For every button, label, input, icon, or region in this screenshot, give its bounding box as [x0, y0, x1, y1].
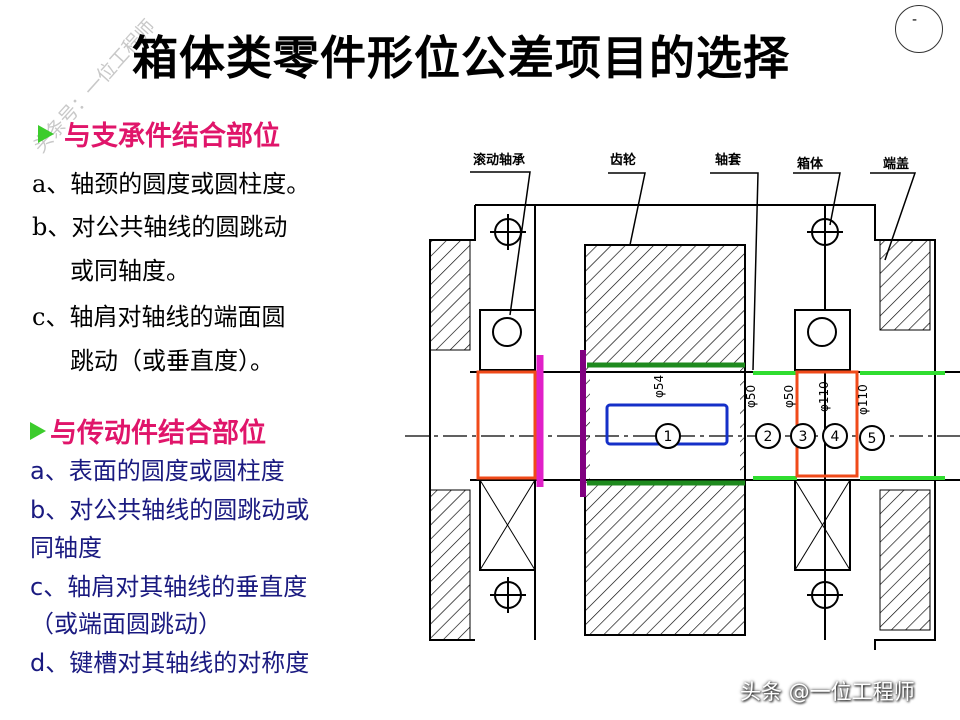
section1-item: a、轴颈的圆度或圆柱度。: [32, 170, 311, 198]
dimension-label: φ110: [856, 384, 870, 415]
section2-heading: 与传动件结合部位: [30, 411, 266, 450]
logo: -: [895, 5, 943, 53]
marker-label: 4: [831, 429, 840, 445]
section2-heading-text: 与传动件结合部位: [50, 418, 266, 449]
section2-item: c、轴肩对其轴线的垂直度: [30, 573, 308, 601]
section2-item: （或端面圆跳动）: [30, 610, 222, 638]
marker-label: 2: [764, 429, 773, 445]
section1-item: c、轴肩对轴线的端面圆: [32, 303, 286, 331]
marker-label: 5: [868, 431, 877, 447]
label-sleeve: 轴套: [715, 152, 742, 168]
section1-item: 跳动（或垂直度）。: [70, 347, 274, 375]
arrow-bullet-icon: [38, 125, 54, 143]
dimension-label: φ54: [652, 375, 666, 398]
dimension-label: φ110: [817, 381, 831, 412]
bearing-journal-highlight-left: [476, 370, 537, 480]
section1-item: b、对公共轴线的圆跳动: [32, 213, 288, 241]
marker-circles: [655, 423, 885, 451]
section1-heading-text: 与支承件结合部位: [64, 121, 280, 152]
bearing-right: [794, 309, 851, 371]
bearing-journal-highlight-right: [795, 370, 859, 478]
bearing-left: [479, 309, 536, 371]
logo-text: -: [912, 12, 918, 28]
section2-item: a、表面的圆度或圆柱度: [30, 457, 285, 485]
leader-lines: [470, 171, 917, 371]
dimension-label: φ50: [744, 385, 758, 408]
label-end-cap: 端盖: [883, 156, 909, 172]
marker-5: [859, 425, 885, 451]
end-cap-hatch: [879, 489, 931, 631]
housing-hatch: [429, 239, 471, 351]
gearbox-assembly-drawing: 1 2 3 4 5 φ54 φ50 φ50 φ110 φ110 滚动轴承 齿轮 …: [405, 152, 960, 650]
section2-item: d、键槽对其轴线的对称度: [30, 649, 310, 677]
label-gear: 齿轮: [610, 152, 636, 168]
marker-3: [790, 423, 816, 449]
marker-1: [655, 423, 681, 449]
section2-item: 同轴度: [30, 534, 102, 562]
arrow-bullet-icon: [30, 422, 46, 440]
label-housing: 箱体: [797, 156, 824, 172]
page-title: 箱体类零件形位公差项目的选择: [132, 31, 790, 85]
end-cap-hatch: [879, 239, 931, 331]
label-rolling-bearing: 滚动轴承: [473, 152, 525, 168]
marker-label: 1: [664, 429, 673, 445]
section1-item: 或同轴度。: [70, 257, 190, 285]
section1-heading: 与支承件结合部位: [38, 114, 280, 153]
dimension-label: φ50: [782, 385, 796, 408]
marker-4: [822, 423, 848, 449]
section2-item: b、对公共轴线的圆跳动或: [30, 496, 310, 524]
footer-watermark: 头条 @一位工程师: [740, 680, 915, 704]
bolt-hole-icons: [490, 214, 843, 613]
marker-label: 3: [799, 429, 808, 445]
housing-hatch: [429, 489, 471, 641]
marker-2: [755, 423, 781, 449]
